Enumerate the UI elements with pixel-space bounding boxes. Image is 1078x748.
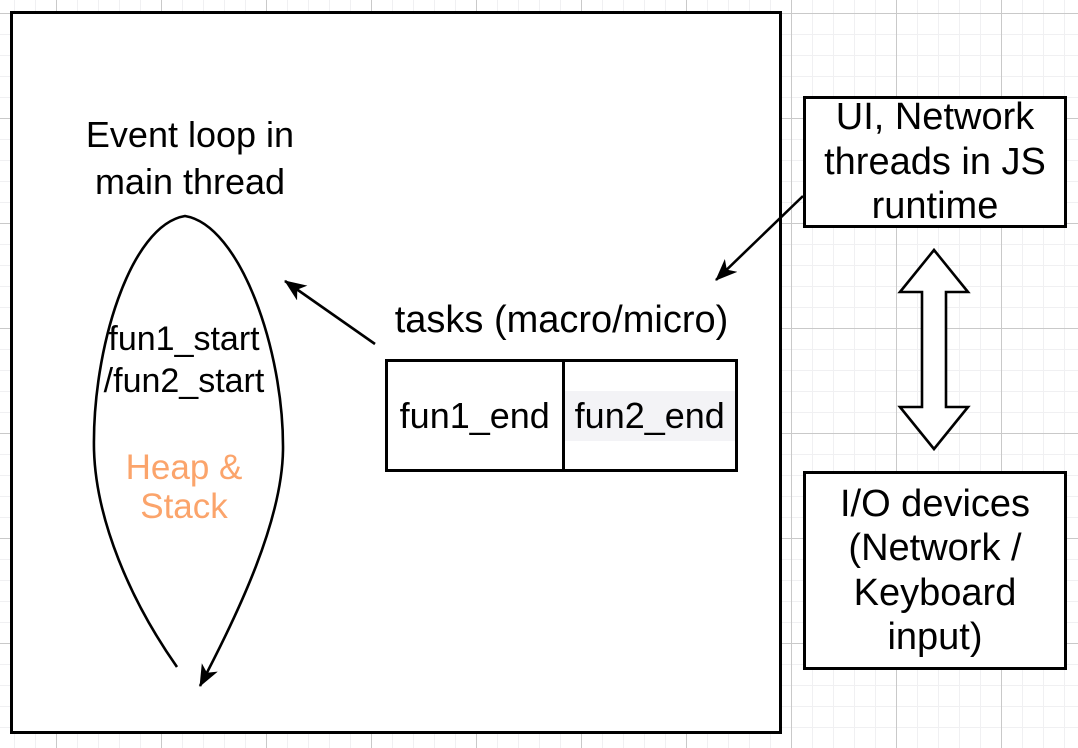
task-cell-label: fun1_end <box>399 394 550 436</box>
heap-stack-label: Heap & Stack <box>125 448 243 527</box>
bidirectional-arrow <box>897 247 971 452</box>
io-devices-box: I/O devices (Network / Keyboard input) <box>803 471 1067 670</box>
fun-start-label: fun1_start /fun2_start <box>103 320 265 401</box>
tasks-label: tasks (macro/micro) <box>394 299 729 341</box>
event-loop-title: Event loop in main thread <box>85 114 295 202</box>
ui-network-threads-box: UI, Network threads in JS runtime <box>803 96 1067 228</box>
task-cell-fun2-end: fun2_end <box>561 362 736 469</box>
task-cell-fun1-end: fun1_end <box>388 362 562 469</box>
task-cell-label: fun2_end <box>564 390 735 441</box>
tasks-table: fun1_end fun2_end <box>385 359 738 472</box>
